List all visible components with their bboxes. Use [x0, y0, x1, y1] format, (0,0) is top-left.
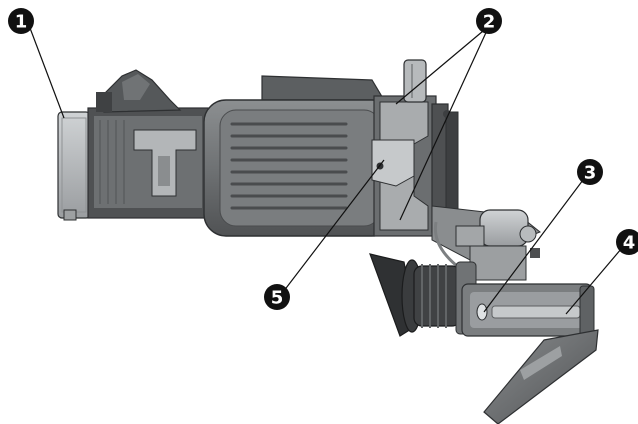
camera-main-body	[203, 75, 395, 237]
leader-3	[483, 171, 590, 313]
callout-4-label: 4	[623, 233, 636, 254]
callout-1: 1	[8, 8, 34, 34]
leader-2b	[399, 25, 490, 221]
callout-4-circle	[616, 229, 638, 255]
callout-1-label: 1	[15, 12, 28, 33]
callout-5-circle	[264, 284, 290, 310]
viewfinder-display	[461, 283, 595, 339]
callout-2-label: 2	[483, 12, 496, 33]
leader-5	[279, 159, 385, 297]
camera-rear-body	[87, 69, 209, 219]
callout-3-circle	[577, 159, 603, 185]
viewfinder-arm	[483, 329, 599, 424]
callout-4: 4	[616, 229, 638, 255]
leader-4	[565, 241, 628, 315]
callout-5-label: 5	[271, 288, 284, 309]
callout-3: 3	[577, 159, 603, 185]
callout-2: 2	[476, 8, 502, 34]
callout-2-circle	[476, 8, 502, 34]
front-mount	[371, 59, 459, 237]
callout-5: 5	[264, 284, 290, 310]
callout-3-label: 3	[584, 163, 597, 184]
leader-1	[29, 27, 65, 119]
battery-plate	[57, 111, 91, 221]
viewfinder-mount	[431, 205, 541, 281]
leader-2a	[395, 25, 490, 105]
callout-leaders	[29, 25, 628, 315]
viewfinder-eyepiece	[369, 253, 477, 337]
callout-1-circle	[8, 8, 34, 34]
